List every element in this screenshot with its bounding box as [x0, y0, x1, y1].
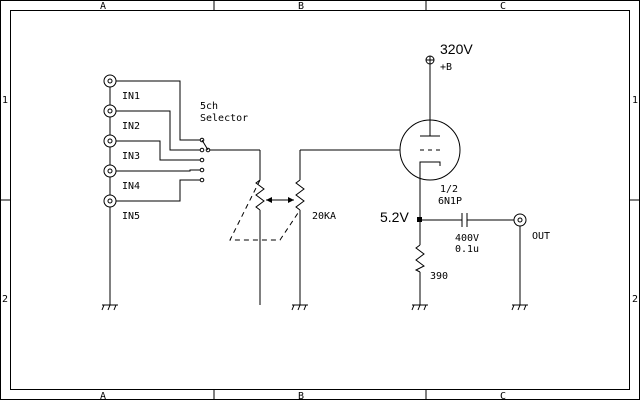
resistor-value: 390 — [430, 271, 448, 282]
row-label-2-left: 2 — [2, 294, 8, 305]
column-label-b-top: B — [298, 1, 304, 12]
ground-symbol-output — [511, 304, 528, 311]
tube-label-half: 1/2 — [440, 184, 458, 195]
supply-terminal — [425, 55, 435, 65]
selector-label-text: Selector — [200, 113, 248, 124]
column-label-a-bottom: A — [100, 391, 106, 400]
column-label-c-bottom: C — [500, 391, 506, 400]
input-label-in1: IN1 — [122, 91, 140, 102]
ground-symbol-pot — [291, 304, 308, 311]
potentiometer-label: 20KA — [312, 211, 336, 222]
column-label-c-top: C — [500, 1, 506, 12]
cathode-junction — [417, 217, 422, 222]
cathode-resistor — [414, 220, 425, 305]
vacuum-tube — [399, 64, 461, 220]
selector-label-5ch: 5ch — [200, 101, 218, 112]
output-jack — [513, 213, 527, 305]
selector-switch — [199, 137, 260, 183]
column-label-b-bottom: B — [298, 391, 304, 400]
tube-label-type: 6N1P — [438, 196, 462, 207]
input-label-in5: IN5 — [122, 211, 140, 222]
supply-voltage: 320V — [440, 41, 473, 57]
volume-potentiometer — [229, 149, 400, 305]
coupling-capacitor — [420, 213, 514, 227]
cathode-voltage: 5.2V — [380, 209, 409, 225]
input-label-in2: IN2 — [122, 121, 140, 132]
row-label-1-left: 1 — [2, 95, 8, 106]
row-label-2-right: 2 — [632, 294, 638, 305]
inner-frame — [10, 10, 630, 390]
input-label-in4: IN4 — [122, 181, 140, 192]
capacitor-voltage: 400V — [455, 233, 479, 244]
ground-symbol-inputs — [101, 304, 118, 311]
capacitor-value: 0.1u — [455, 244, 479, 255]
input-wires — [116, 80, 200, 202]
output-label: OUT — [532, 231, 550, 242]
row-label-1-right: 1 — [632, 95, 638, 106]
ground-symbol-cathode — [411, 304, 428, 311]
column-label-a-top: A — [100, 1, 106, 12]
supply-name: +B — [440, 62, 452, 73]
input-label-in3: IN3 — [122, 151, 140, 162]
